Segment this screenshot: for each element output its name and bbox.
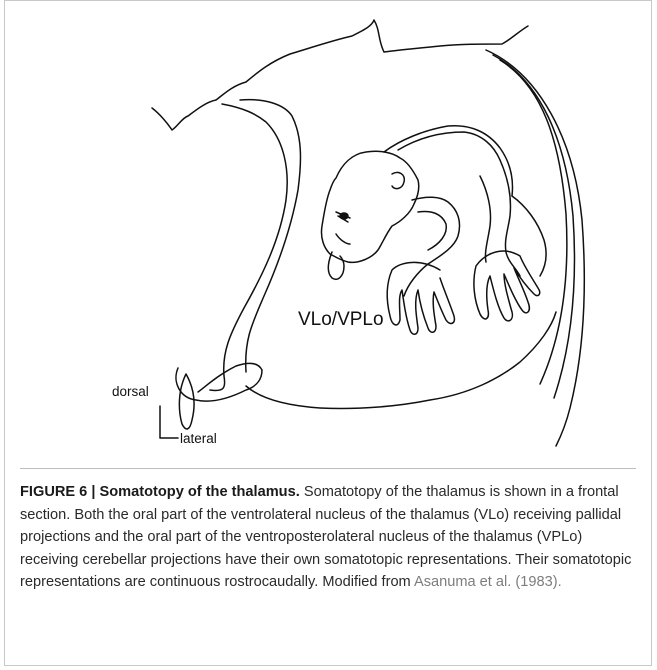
lateral-label: lateral [180, 431, 217, 446]
homunculus-leg-inner [480, 176, 491, 262]
small-nucleus-oval [179, 374, 194, 429]
homunculus-pupil [340, 213, 348, 219]
nucleus-label: VLo/VPLo [298, 309, 384, 330]
dorsal-lateral-axes [160, 406, 178, 438]
homunculus-mouth [336, 234, 350, 244]
outer-boundary-line [152, 20, 528, 130]
figure-caption: FIGURE 6 | Somatotopy of the thalamus. S… [20, 481, 637, 594]
capsule-band-outer [486, 50, 584, 446]
capsule-band-inner [500, 60, 567, 384]
figure-caption-label: FIGURE 6 | Somatotopy of the thalamus. [20, 484, 300, 500]
homunculus-foot [474, 251, 540, 321]
homunculus-tongue [328, 252, 344, 279]
ventral-pouch-outline [176, 363, 262, 401]
thalamus-somatotopy-diagram: VLo/VPLo dorsal lateral [0, 0, 657, 470]
dorsal-label: dorsal [112, 384, 149, 399]
homunculus-head [321, 151, 418, 262]
ventricle-wall-outer [240, 100, 300, 372]
thalamus-lower-boundary [246, 312, 556, 409]
ventricle-wall-inner [210, 104, 287, 390]
homunculus-leg [500, 160, 520, 276]
homunculus-arm-inner [418, 212, 446, 251]
citation-year[interactable]: (1983). [515, 574, 561, 590]
homunculus-tail [512, 196, 546, 276]
caption-divider [20, 468, 636, 469]
capsule-band-middle [493, 55, 574, 398]
citation-link[interactable]: Asanuma et al. [414, 574, 511, 590]
homunculus-hand [387, 262, 454, 334]
homunculus-ear [392, 172, 404, 188]
